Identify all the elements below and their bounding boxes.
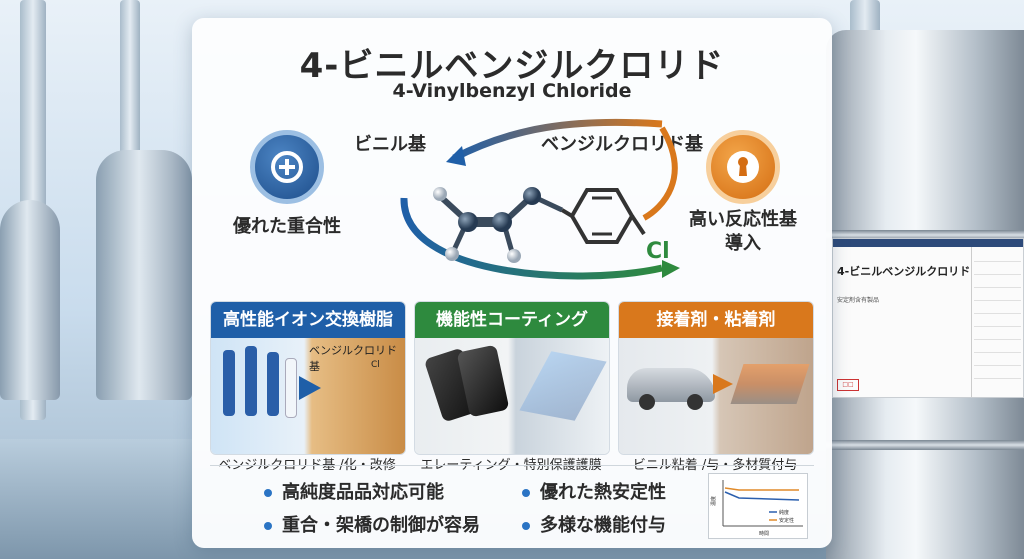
bottom-arrow: [400, 197, 663, 280]
mini-chart-line-blue: [724, 491, 800, 501]
panel-coating-header: 機能性コーティング: [415, 302, 609, 338]
drum-label-logo: □□: [837, 379, 859, 391]
panel-adhesive-caption: ビニル粘着 /与・多材質付与: [632, 458, 798, 473]
bullet-icon: [264, 489, 272, 497]
drum-label-subtitle: 安定剤含有製品: [837, 297, 880, 304]
molecule-diagram: Cl: [400, 118, 680, 280]
title-japanese: 4-ビニルベンジルクロリド: [299, 46, 725, 86]
top-arrow: [452, 118, 663, 162]
feature-text: 高純度品品対応可能: [282, 482, 444, 503]
keyhole-icon: [706, 130, 780, 204]
vinyl-group-label: ビニル基: [354, 134, 426, 155]
panel-adhesive-header: 接着剤・粘着剤: [619, 302, 813, 338]
arrow-icon: [299, 376, 321, 400]
feature-item: 重合・架橋の制御が容易: [264, 511, 480, 537]
bullet-icon: [522, 522, 530, 530]
panel-coating-caption: エレーティング・特別保護護膜: [420, 458, 602, 473]
arrow-icon: [713, 374, 733, 394]
feature-text: 優れた熱安定性: [540, 482, 666, 503]
bullet-icon: [522, 489, 530, 497]
feature-text: 重合・架橋の制御が容易: [282, 515, 480, 536]
layers-icon: [730, 364, 810, 404]
panel-ion-exchange-overlay: ベンジルクロリド基: [309, 344, 397, 373]
drum-label-title: 4-ビニルベンジルクロリド: [837, 265, 971, 278]
feature-item: 優れた熱安定性: [522, 478, 666, 504]
panel-ion-exchange: 高性能イオン交換樹脂 ベンジルクロリド基 Cl: [210, 301, 406, 455]
adhesive-image: [619, 338, 813, 454]
right-feature-line2: 導入: [725, 233, 761, 254]
film-icon: [519, 351, 607, 421]
ion-exchange-image: ベンジルクロリド基 Cl: [211, 338, 405, 454]
bullet-icon: [264, 522, 272, 530]
panel-ion-exchange-caption: ベンジルクロリド基 /化・改修: [218, 458, 396, 473]
title-english: 4-Vinylbenzyl Chloride: [392, 80, 632, 102]
divider: [210, 465, 814, 466]
feature-item: 高純度品品対応可能: [264, 478, 444, 504]
mini-chart: 純度 安定性 時間 温度: [708, 473, 808, 539]
left-feature-label: 優れた重合性: [233, 216, 341, 237]
right-feature-line1: 高い反応性基: [689, 209, 797, 230]
drum-label-table: [971, 247, 1023, 397]
mini-chart-legend-2: 安定性: [779, 517, 794, 524]
benzyl-chloride-label: ベンジルクロリド基: [541, 134, 703, 155]
drum-label: 4-ビニルベンジルクロリド 安定剤含有製品 □□: [832, 238, 1024, 398]
panel-adhesive: 接着剤・粘着剤: [618, 301, 814, 455]
panel-ion-exchange-overlay-cl: Cl: [371, 360, 380, 370]
panel-ion-exchange-header: 高性能イオン交換樹脂: [211, 302, 405, 338]
feature-item: 多様な機能付与: [522, 511, 666, 537]
mini-chart-legend-1: 純度: [779, 509, 789, 516]
polymerization-icon: [250, 130, 324, 204]
mini-chart-xlabel: 時間: [759, 531, 769, 537]
background-tank: [96, 150, 192, 400]
coating-image: [415, 338, 609, 454]
feature-text: 多様な機能付与: [540, 515, 666, 536]
chlorine-label: Cl: [646, 239, 670, 264]
right-feature-label: 高い反応性基 導入: [676, 208, 810, 256]
mini-chart-line-orange: [724, 487, 799, 491]
info-card: 4-ビニルベンジルクロリド 4-Vinylbenzyl Chloride 優れた…: [192, 18, 832, 548]
panel-coating: 機能性コーティング: [414, 301, 610, 455]
mini-chart-ylabel: 温度: [710, 496, 717, 506]
